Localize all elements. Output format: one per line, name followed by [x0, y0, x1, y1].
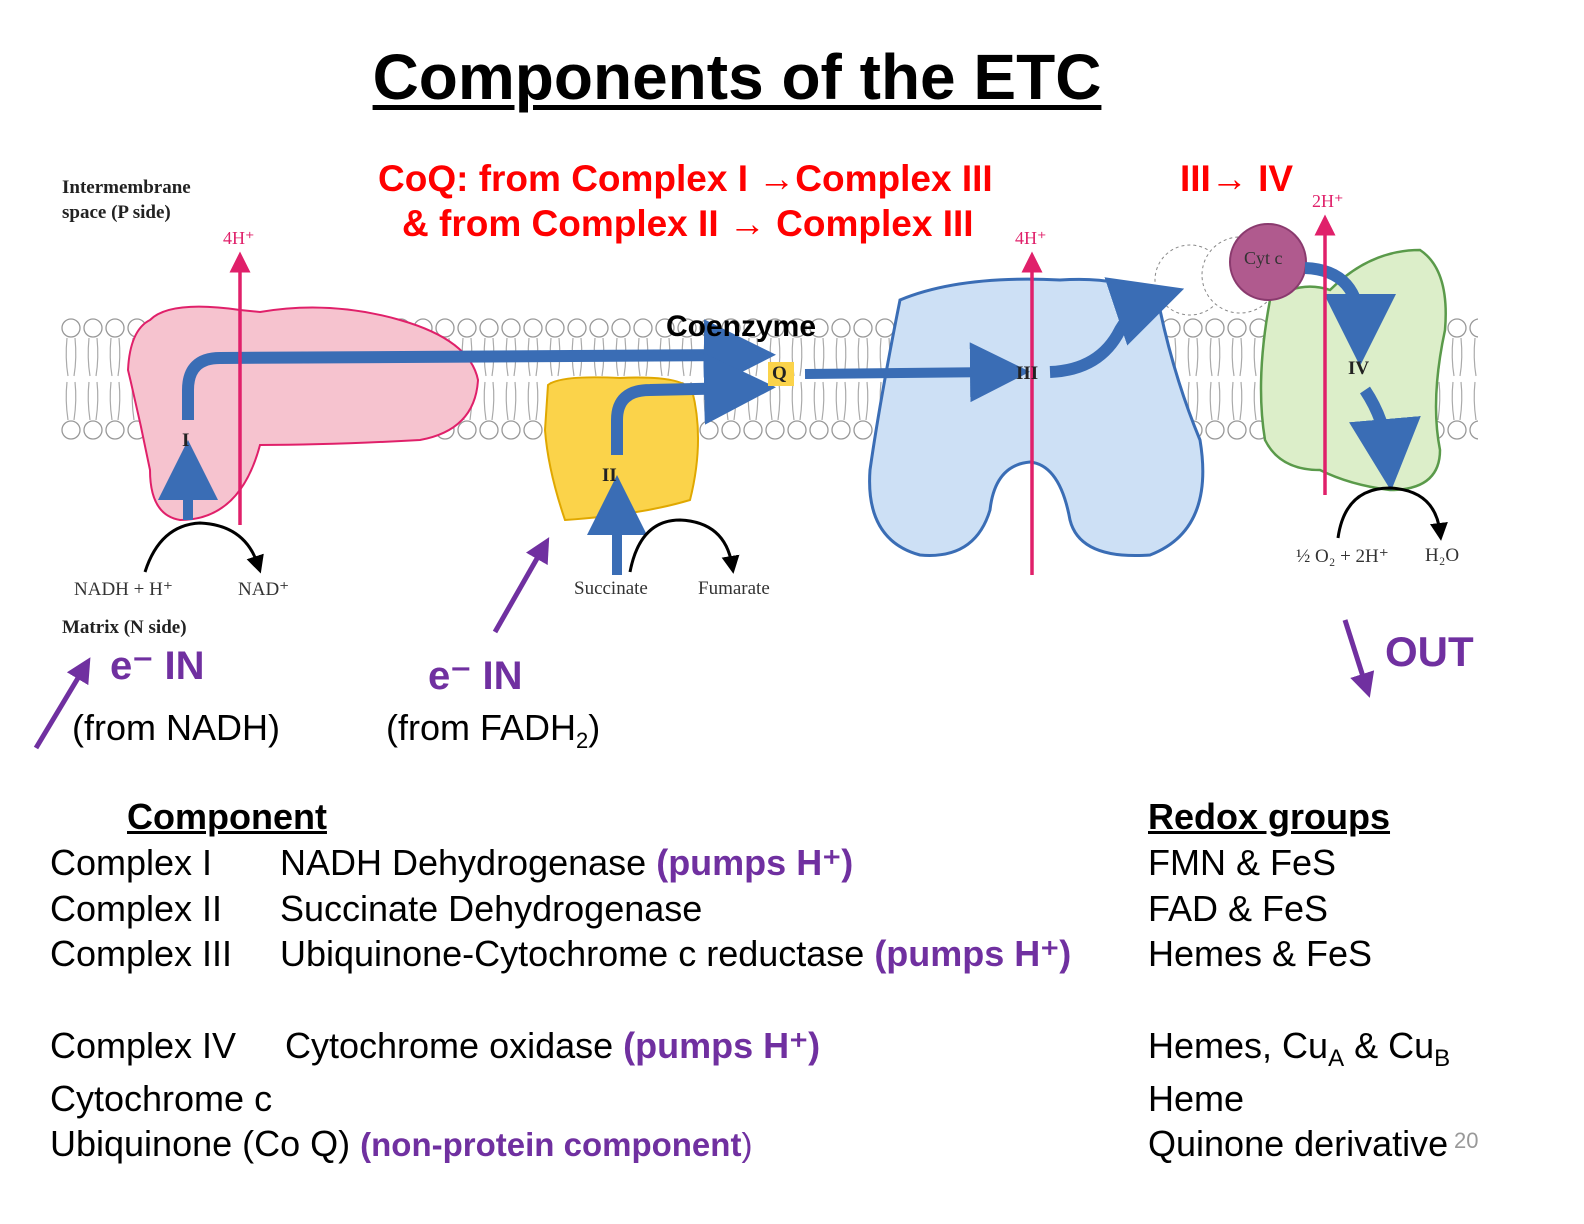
from-fadh2-label: (from FADH2) [386, 707, 600, 754]
e-in-label-2: e⁻ IN [428, 654, 523, 698]
row-desc-text: NADH Dehydrogenase [280, 842, 657, 883]
row-redox: Hemes & FeS [1148, 933, 1373, 974]
nadh-label: NADH + H⁺ [74, 579, 173, 600]
cytochrome-c [1229, 223, 1307, 301]
from-fadh2-close: ) [588, 707, 601, 748]
e-in-arrow-1 [33, 657, 91, 750]
water-label: H₂O [1425, 545, 1460, 566]
row-name: Complex III [50, 933, 233, 974]
row-note: (pumps H⁺) [623, 1025, 821, 1066]
row-note: (pumps H⁺) [874, 933, 1072, 974]
coq-annotation-2: & from Complex II → Complex III [402, 203, 974, 244]
electron-path-q-iii [804, 342, 1030, 403]
row-name: Complex IV [50, 1025, 237, 1066]
row-desc: Cytochrome oxidase (pumps H⁺) [285, 1025, 820, 1067]
succinate-label: Succinate [574, 578, 648, 599]
complex-iv-label: IV [1348, 358, 1370, 379]
electron-path-iv [1304, 262, 1396, 366]
proton-label-iii: 4H⁺ [1015, 228, 1047, 248]
page-number: 20 [1454, 1128, 1479, 1153]
component-header: Component [127, 796, 327, 837]
row-desc: Succinate Dehydrogenase [280, 888, 703, 929]
complex-iii-label: III [1016, 363, 1039, 384]
redox-text: Hemes, Cu [1148, 1025, 1329, 1066]
row-redox: FAD & FeS [1148, 888, 1329, 929]
space-label: space (P side) [62, 202, 171, 223]
matrix-label: Matrix (N side) [62, 617, 187, 638]
redox-sub: A [1328, 1045, 1345, 1073]
complex-i-label: I [182, 430, 190, 451]
e-in-label-1: e⁻ IN [110, 644, 205, 688]
proton-label-i: 4H⁺ [223, 228, 255, 248]
row-note: (non-protein component [360, 1126, 742, 1163]
intermembrane-label: Intermembrane [62, 177, 191, 198]
row-redox: Quinone derivative [1148, 1123, 1449, 1164]
q-marker [768, 362, 794, 386]
cyt-c-label: Cyt c [1244, 248, 1283, 268]
row-redox: Hemes, CuA & CuB [1148, 1025, 1450, 1073]
row-name: Ubiquinone (Co Q) (non-protein component… [50, 1123, 752, 1165]
proton-label-iv: 2H⁺ [1312, 191, 1344, 211]
iii-iv-annotation: III→ IV [1180, 158, 1294, 199]
row-desc: NADH Dehydrogenase (pumps H⁺) [280, 842, 853, 884]
row-redox: FMN & FeS [1148, 842, 1337, 883]
out-arrow [1342, 619, 1375, 698]
from-fadh2-text: (from FADH [386, 707, 577, 748]
complex-iii [868, 277, 1205, 558]
e-in-arrow-2 [492, 537, 550, 634]
row-desc-text: Cytochrome oxidase [285, 1025, 624, 1066]
row-name: Cytochrome c [50, 1078, 273, 1119]
complex-i [126, 305, 480, 522]
redox-header: Redox groups [1148, 796, 1391, 837]
row-name-text: Ubiquinone (Co Q) [50, 1123, 361, 1164]
out-label: OUT [1385, 628, 1474, 675]
fumarate-label: Fumarate [698, 578, 770, 599]
q-label: Q [772, 363, 787, 384]
row-redox: Heme [1148, 1078, 1245, 1119]
row-desc-text: Ubiquinone-Cytochrome c reductase [280, 933, 875, 974]
row-name: Complex I [50, 842, 213, 883]
coq-annotation-1: CoQ: from Complex I →Complex III [378, 158, 993, 199]
row-note: (pumps H⁺) [656, 842, 854, 883]
nad-label: NAD⁺ [238, 579, 290, 600]
redox-text: & Cu [1344, 1025, 1435, 1066]
redox-sub: B [1434, 1045, 1451, 1073]
row-name: Complex II [50, 888, 223, 929]
row-note-close: ) [741, 1126, 753, 1163]
fadh2-subscript: 2 [576, 728, 589, 754]
slide-title: Components of the ETC [372, 41, 1102, 113]
complex-ii-label: II [602, 465, 617, 486]
row-desc: Ubiquinone-Cytochrome c reductase (pumps… [280, 933, 1071, 975]
coenzyme-label: Coenzyme [666, 310, 817, 343]
from-nadh-label: (from NADH) [72, 707, 280, 748]
oxygen-label: ½ O₂ + 2H⁺ [1296, 546, 1389, 567]
